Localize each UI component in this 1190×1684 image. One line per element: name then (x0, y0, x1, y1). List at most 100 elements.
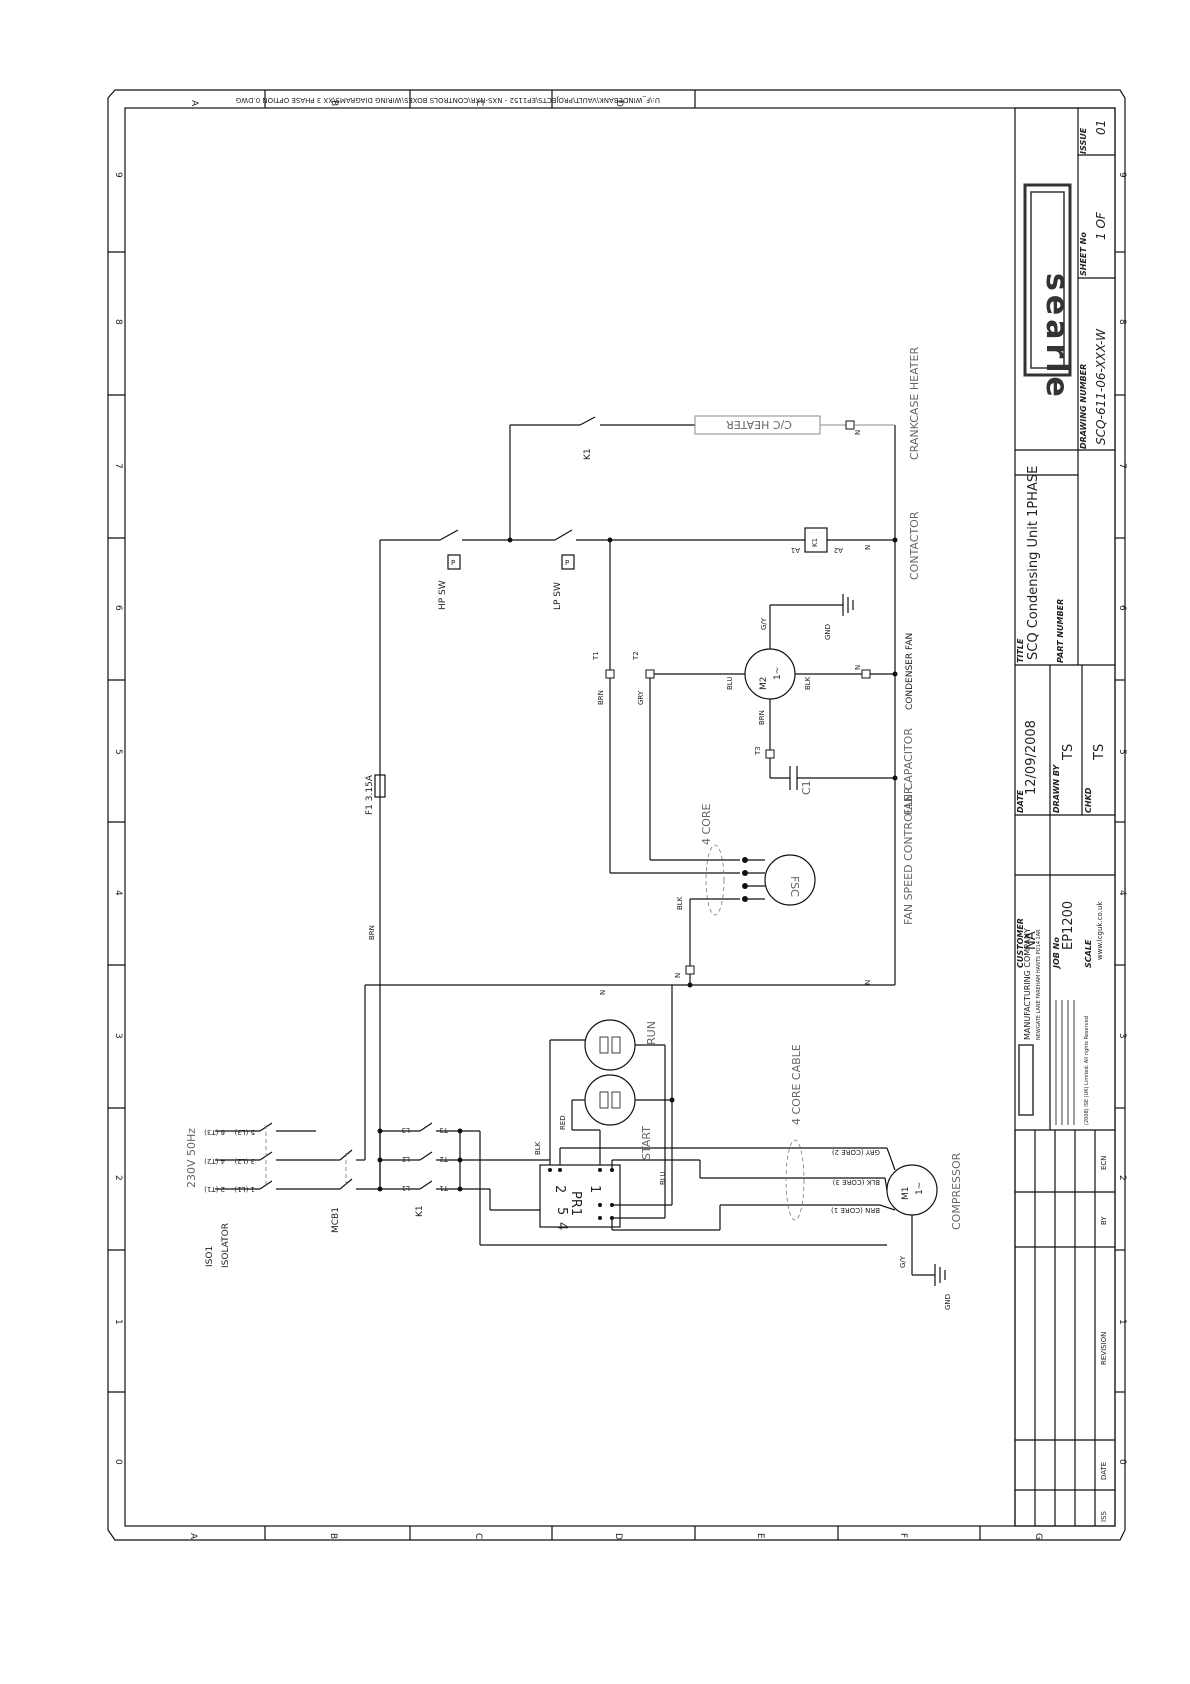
row-6-r: 6 (1117, 605, 1127, 611)
row-1-r: 1 (1117, 1319, 1127, 1325)
k1-term-t2: T2 (439, 1155, 449, 1163)
row-5-r: 5 (1117, 749, 1127, 755)
blk-pr1-label: BLK (534, 1141, 542, 1155)
row-2-r: 2 (1117, 1175, 1127, 1181)
k1-term-l3: L3 (402, 1126, 410, 1134)
pr1-relay (539, 1164, 621, 1228)
c1-label: C1 (800, 780, 813, 795)
rev-ecn: ECN (1100, 1155, 1108, 1170)
start-capacitor (584, 1074, 636, 1126)
hp-sw-symbol (447, 554, 461, 570)
row-grid: 9 8 7 6 5 4 3 2 1 0 9 8 7 6 5 4 3 2 1 0 (108, 172, 1127, 1465)
four-core-cable-label: 4 CORE CABLE (790, 1044, 803, 1125)
compressor-label: COMPRESSOR (950, 1152, 963, 1230)
copyright: (2008) ISE (UK) Limited. All rights Rese… (1084, 1016, 1090, 1125)
scale-label: SCALE (1084, 939, 1093, 968)
gnd-comp-label: GND (944, 1294, 952, 1310)
grey-core-label: GRY (CORE 2) (832, 1148, 880, 1156)
customer-value: NA (1024, 931, 1039, 950)
k1-aux-label: K1 (583, 448, 593, 460)
title-text: SCQ Condensing Unit 1PHASE (1026, 466, 1041, 660)
gy-fan-label: G/Y (760, 617, 768, 630)
iso-term-2: 2 (T1) (204, 1185, 225, 1193)
grid-bottom-b: B (328, 1533, 338, 1539)
crankcase-label: CRANKCASE HEATER (908, 347, 921, 460)
row-4-r: 4 (1117, 890, 1127, 896)
row-8-l: 8 (113, 319, 123, 325)
iso-term-1: 1 (L1) (234, 1185, 255, 1193)
brn-m2-label: BRN (758, 710, 766, 725)
t2-label: T2 (632, 651, 640, 661)
k1-term-t3: T3 (439, 1126, 449, 1134)
row-9-r: 9 (1117, 172, 1127, 178)
chkd-label: CHKD (1084, 787, 1093, 813)
svg-text:4: 4 (554, 1222, 569, 1230)
grid-top-d: D (614, 100, 624, 107)
k1-term-l1: L1 (402, 1184, 410, 1192)
grid-top-c: C (474, 100, 484, 106)
mcb1-label: MCB1 (331, 1207, 341, 1233)
svg-text:2: 2 (552, 1185, 567, 1193)
blk-m2-label: BLK (804, 676, 812, 690)
revision-table: ISS DATE REVISION BY ECN (1014, 1130, 1115, 1526)
m2-label: M2 (759, 677, 769, 691)
sheet-label: SHEET No (1079, 232, 1088, 276)
hp-sw-label: HP SW (438, 580, 448, 610)
brn-t1-label: BRN (597, 690, 605, 705)
row-6-l: 6 (113, 605, 123, 611)
job-value: EP1200 (1061, 901, 1076, 950)
row-0-r: 0 (1117, 1459, 1127, 1465)
grid-bottom-f: F (898, 1533, 908, 1538)
k1-term-l2: L2 (402, 1155, 410, 1163)
iso-term-5: 5 (L3) (234, 1128, 255, 1136)
company-address: NEWGATE LANE FAREHAM HANTS PO14 1AR (1036, 929, 1042, 1040)
customer-label: CUSTOMER (1016, 918, 1025, 968)
row-9-l: 9 (113, 172, 123, 178)
row-0-l: 0 (113, 1459, 123, 1465)
svg-text:P: P (565, 559, 569, 567)
drawing-number-label: DRAWING NUMBER (1079, 364, 1088, 449)
title-block: searle DRAWING NUMBER SCQ-611-06-XXX-W S… (1014, 107, 1116, 1527)
iso-term-6: 6 (T3) (204, 1128, 225, 1136)
condenser-fan-label: CONDENSER FAN (905, 633, 915, 710)
searle-logo: searle (1023, 183, 1074, 401)
lp-sw-label: LP SW (553, 582, 563, 610)
rev-by: BY (1100, 1216, 1108, 1225)
m2-phase: 1~ (773, 667, 783, 680)
t1-label: T1 (592, 651, 600, 661)
grid-bottom-g: G (1033, 1533, 1043, 1540)
lp-sw-symbol (561, 554, 575, 570)
row-4-l: 4 (113, 890, 123, 896)
row-7-l: 7 (113, 463, 123, 469)
a2-label: A2 (834, 546, 843, 554)
date-value: 12/09/2008 (1024, 720, 1039, 795)
fsc-controller (764, 854, 816, 906)
company-block: MANUFACTURING COMPANY NEWGATE LANE FAREH… (1018, 901, 1104, 1125)
row-2-l: 2 (113, 1175, 123, 1181)
drawing-number: SCQ-611-06-XXX-W (1094, 328, 1108, 445)
row-1-l: 1 (113, 1319, 123, 1325)
iso1-label: ISO1 (205, 1246, 215, 1267)
cc-heater-label: C/C HEATER (726, 418, 792, 431)
blu-m2-label: BLU (726, 677, 734, 690)
isolator-iso1 (215, 1122, 316, 1190)
svg-text:5: 5 (554, 1207, 569, 1215)
row-5-l: 5 (113, 749, 123, 755)
isolator-label: ISOLATOR (221, 1223, 231, 1268)
date-label: DATE (1016, 789, 1025, 813)
fuse-label: F1 3.15A (365, 774, 375, 815)
m1-phase: 1~ (915, 1182, 925, 1195)
k1-main-label: K1 (415, 1205, 425, 1217)
m1-compressor (886, 1164, 938, 1216)
iso-term-4: 4 (T2) (204, 1157, 225, 1165)
rev-date: DATE (1100, 1462, 1108, 1480)
brn-core-label: BRN (CORE 1) (831, 1206, 880, 1214)
fsc-label: FSC (788, 876, 801, 897)
svg-text:P: P (451, 559, 455, 567)
issue-value: 01 (1094, 120, 1108, 135)
inner-frame (124, 107, 1116, 1527)
a1-label: A1 (791, 546, 800, 554)
drawn-value: TS (1061, 744, 1076, 761)
blk-fsc-label: BLK (676, 896, 684, 910)
gry-t2-label: GRY (637, 690, 645, 705)
